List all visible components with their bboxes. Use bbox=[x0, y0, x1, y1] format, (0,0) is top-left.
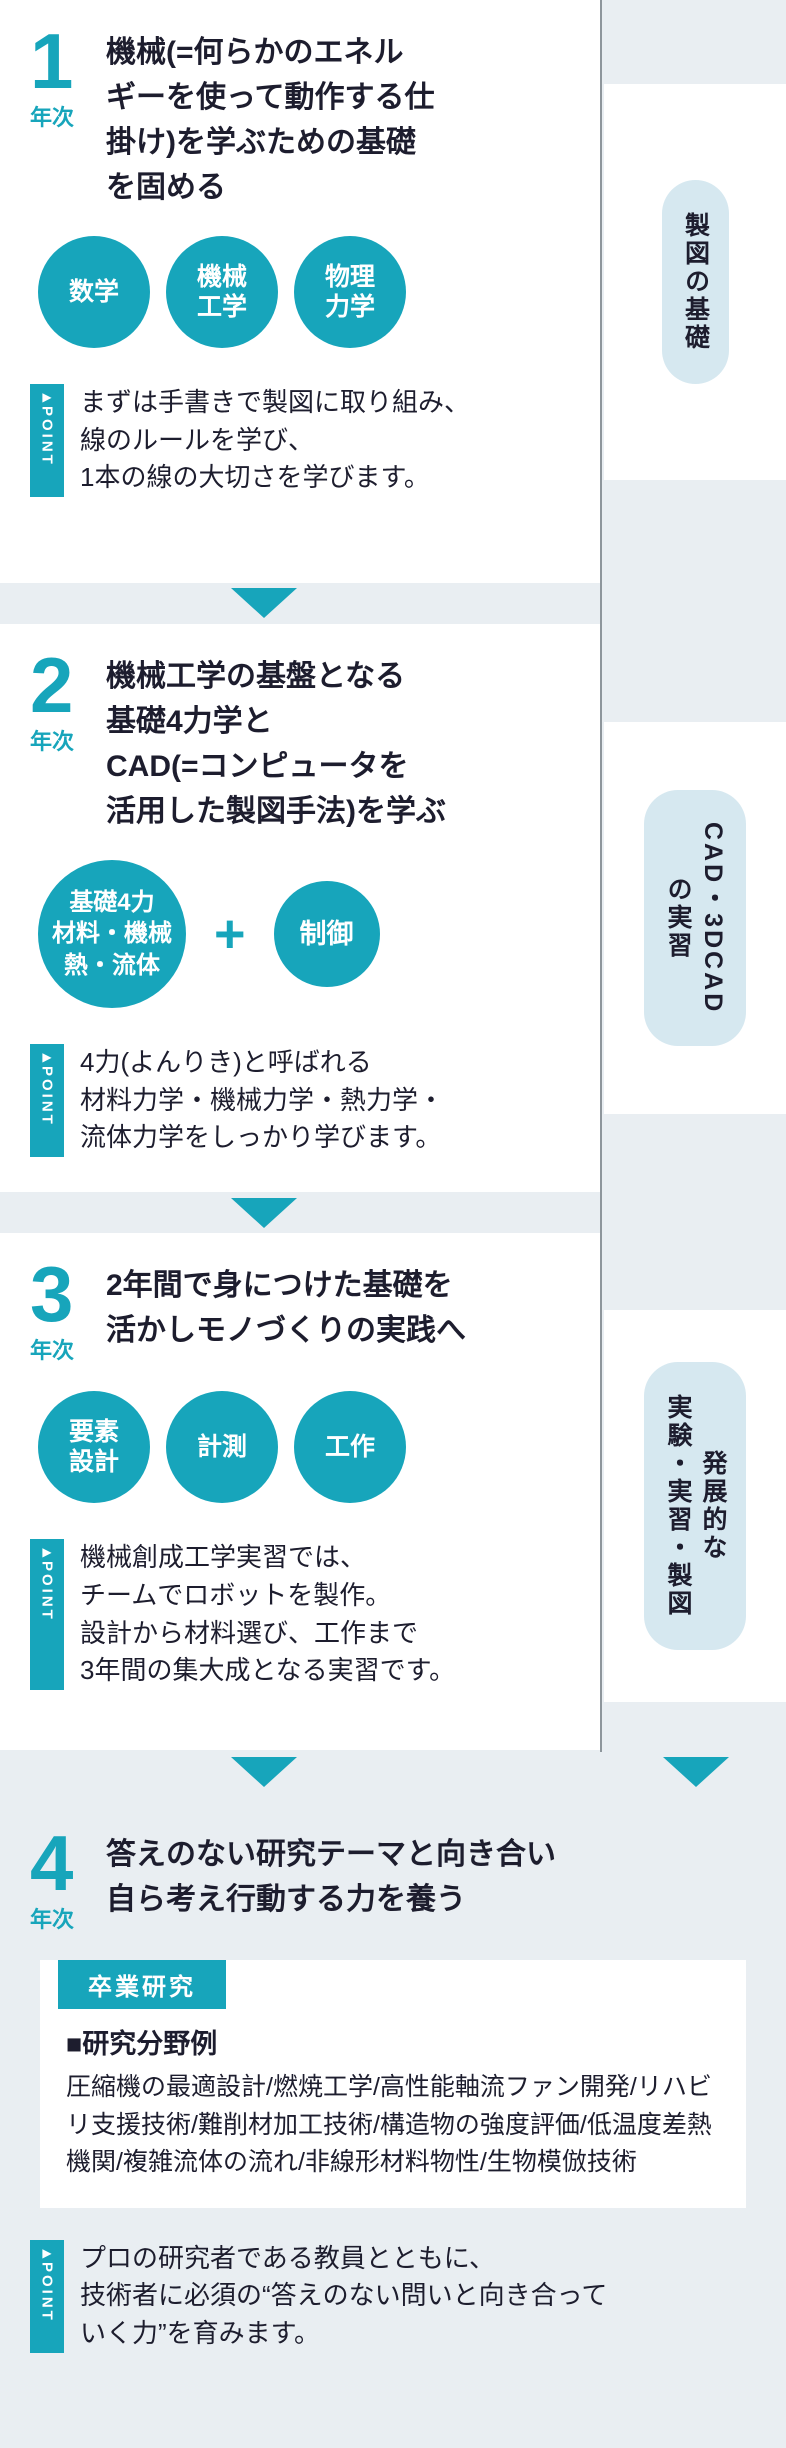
subject-circle-measurement: 計測 bbox=[166, 1391, 278, 1504]
play-icon: ▶ bbox=[42, 2245, 52, 2260]
graduation-research-tab: 卒業研究 bbox=[58, 1960, 226, 2010]
play-icon: ▶ bbox=[42, 1545, 52, 1560]
subject-circle-mechanical-engineering: 機械 工学 bbox=[166, 236, 278, 348]
year3-header: 3 年次 2年間で身につけた基礎を 活かしモノづくりの実践へ bbox=[30, 1250, 600, 1365]
year2-badge: 2 年次 bbox=[30, 641, 106, 756]
research-fields-list: 圧縮機の最適設計/燃焼工学/高性能軸流ファン開発/リハビリ支援技術/難削材加工技… bbox=[66, 2073, 712, 2177]
year1-side-box: 製図の基礎 bbox=[604, 84, 786, 480]
subject-circle-physics-dynamics: 物理 力学 bbox=[294, 236, 406, 348]
play-icon: ▶ bbox=[42, 390, 52, 404]
subject-circle-four-mechanics: 基礎4力 材料・機械 熱・流体 bbox=[38, 860, 186, 1008]
point-label: POINT bbox=[38, 406, 56, 467]
year1-header: 1 年次 機械(=何らかのエネル ギーを使って動作する仕 掛け)を学ぶための基礎… bbox=[30, 17, 600, 210]
year3-badge: 3 年次 bbox=[30, 1250, 106, 1365]
year4-point: ▶ POINT プロの研究者である教員とともに、 技術者に必須の“答えのない問い… bbox=[30, 2239, 760, 2353]
graduation-research-box: 卒業研究 ■研究分野例 圧縮機の最適設計/燃焼工学/高性能軸流ファン開発/リハビ… bbox=[40, 1960, 746, 2208]
down-arrow-icon bbox=[231, 1757, 297, 1787]
year1-side-label: 製図の基礎 bbox=[661, 180, 729, 384]
subject-circle-math: 数学 bbox=[38, 236, 150, 348]
year2-subject-circles: 基礎4力 材料・機械 熱・流体 + 制御 bbox=[38, 860, 600, 1008]
year4-label: 年次 bbox=[30, 1907, 75, 1933]
year1-section: 1 年次 機械(=何らかのエネル ギーを使って動作する仕 掛け)を学ぶための基礎… bbox=[0, 0, 600, 583]
year3-point: ▶ POINT 機械創成工学実習では、 チームでロボットを製作。 設計から材料選… bbox=[30, 1539, 570, 1690]
column-divider bbox=[600, 0, 602, 1752]
year1-label: 年次 bbox=[30, 105, 75, 131]
year3-side-label: 発展的な 実験・実習・製図 bbox=[644, 1362, 746, 1650]
point-label: POINT bbox=[38, 1066, 56, 1127]
year3-subject-circles: 要素 設計 計測 工作 bbox=[38, 1391, 600, 1504]
year1-number: 1 bbox=[30, 17, 73, 105]
point-badge: ▶ POINT bbox=[30, 1539, 64, 1690]
year3-point-text: 機械創成工学実習では、 チームでロボットを製作。 設計から材料選び、工作まで 3… bbox=[80, 1542, 456, 1686]
year1-badge: 1 年次 bbox=[30, 17, 106, 132]
year3-label: 年次 bbox=[30, 1338, 75, 1364]
year2-side-box: CAD・3DCAD の実習 bbox=[604, 722, 786, 1114]
subject-circle-element-design: 要素 設計 bbox=[38, 1391, 150, 1504]
plus-icon: + bbox=[214, 904, 246, 964]
year1-point-text: まずは手書きで製図に取り組み、 線のルールを学び、 1本の線の大切さを学びます。 bbox=[80, 387, 471, 493]
year3-section: 3 年次 2年間で身につけた基礎を 活かしモノづくりの実践へ 要素 設計 計測 … bbox=[0, 1233, 600, 1750]
year2-header: 2 年次 機械工学の基盤となる 基礎4力学と CAD(=コンピュータを 活用した… bbox=[30, 641, 600, 834]
down-arrow-icon bbox=[231, 1198, 297, 1228]
point-badge: ▶ POINT bbox=[30, 384, 64, 498]
year3-side-box: 発展的な 実験・実習・製図 bbox=[604, 1310, 786, 1702]
year4-point-text: プロの研究者である教員とともに、 技術者に必須の“答えのない問いと向き合って い… bbox=[80, 2242, 608, 2349]
down-arrow-icon bbox=[663, 1757, 729, 1787]
research-fields-title: ■研究分野例 bbox=[66, 2029, 218, 2060]
year2-section: 2 年次 機械工学の基盤となる 基礎4力学と CAD(=コンピュータを 活用した… bbox=[0, 624, 600, 1192]
point-label: POINT bbox=[38, 2261, 56, 2323]
point-badge: ▶ POINT bbox=[30, 2239, 64, 2353]
down-arrow-icon bbox=[231, 588, 297, 618]
year2-heading: 機械工学の基盤となる 基礎4力学と CAD(=コンピュータを 活用した製図手法)… bbox=[106, 660, 446, 828]
year2-side-label: CAD・3DCAD の実習 bbox=[644, 789, 746, 1047]
year2-point: ▶ POINT 4力(よんりき)と呼ばれる 材料力学・機械力学・熱力学・ 流体力… bbox=[30, 1044, 570, 1158]
year2-point-text: 4力(よんりき)と呼ばれる 材料力学・機械力学・熱力学・ 流体力学をしっかり学び… bbox=[80, 1047, 445, 1153]
year3-number: 3 bbox=[30, 1250, 73, 1338]
play-icon: ▶ bbox=[42, 1050, 52, 1064]
year2-label: 年次 bbox=[30, 729, 75, 755]
year4-heading: 答えのない研究テーマと向き合い 自ら考え行動する力を養う bbox=[106, 1838, 556, 1916]
year4-number: 4 bbox=[30, 1819, 73, 1907]
year2-number: 2 bbox=[30, 641, 73, 729]
subject-circle-fabrication: 工作 bbox=[294, 1391, 406, 1504]
subject-circle-control: 制御 bbox=[273, 881, 380, 987]
year4-section: 4 年次 答えのない研究テーマと向き合い 自ら考え行動する力を養う 卒業研究 ■… bbox=[0, 1798, 786, 2448]
year1-heading: 機械(=何らかのエネル ギーを使って動作する仕 掛け)を学ぶための基礎 を固める bbox=[106, 36, 435, 204]
point-badge: ▶ POINT bbox=[30, 1044, 64, 1158]
year4-header: 4 年次 答えのない研究テーマと向き合い 自ら考え行動する力を養う bbox=[30, 1819, 786, 1934]
point-label: POINT bbox=[38, 1561, 56, 1623]
year1-subject-circles: 数学 機械 工学 物理 力学 bbox=[38, 236, 600, 348]
year3-heading: 2年間で身につけた基礎を 活かしモノづくりの実践へ bbox=[106, 1269, 466, 1347]
year1-point: ▶ POINT まずは手書きで製図に取り組み、 線のルールを学び、 1本の線の大… bbox=[30, 384, 570, 498]
year4-badge: 4 年次 bbox=[30, 1819, 106, 1934]
